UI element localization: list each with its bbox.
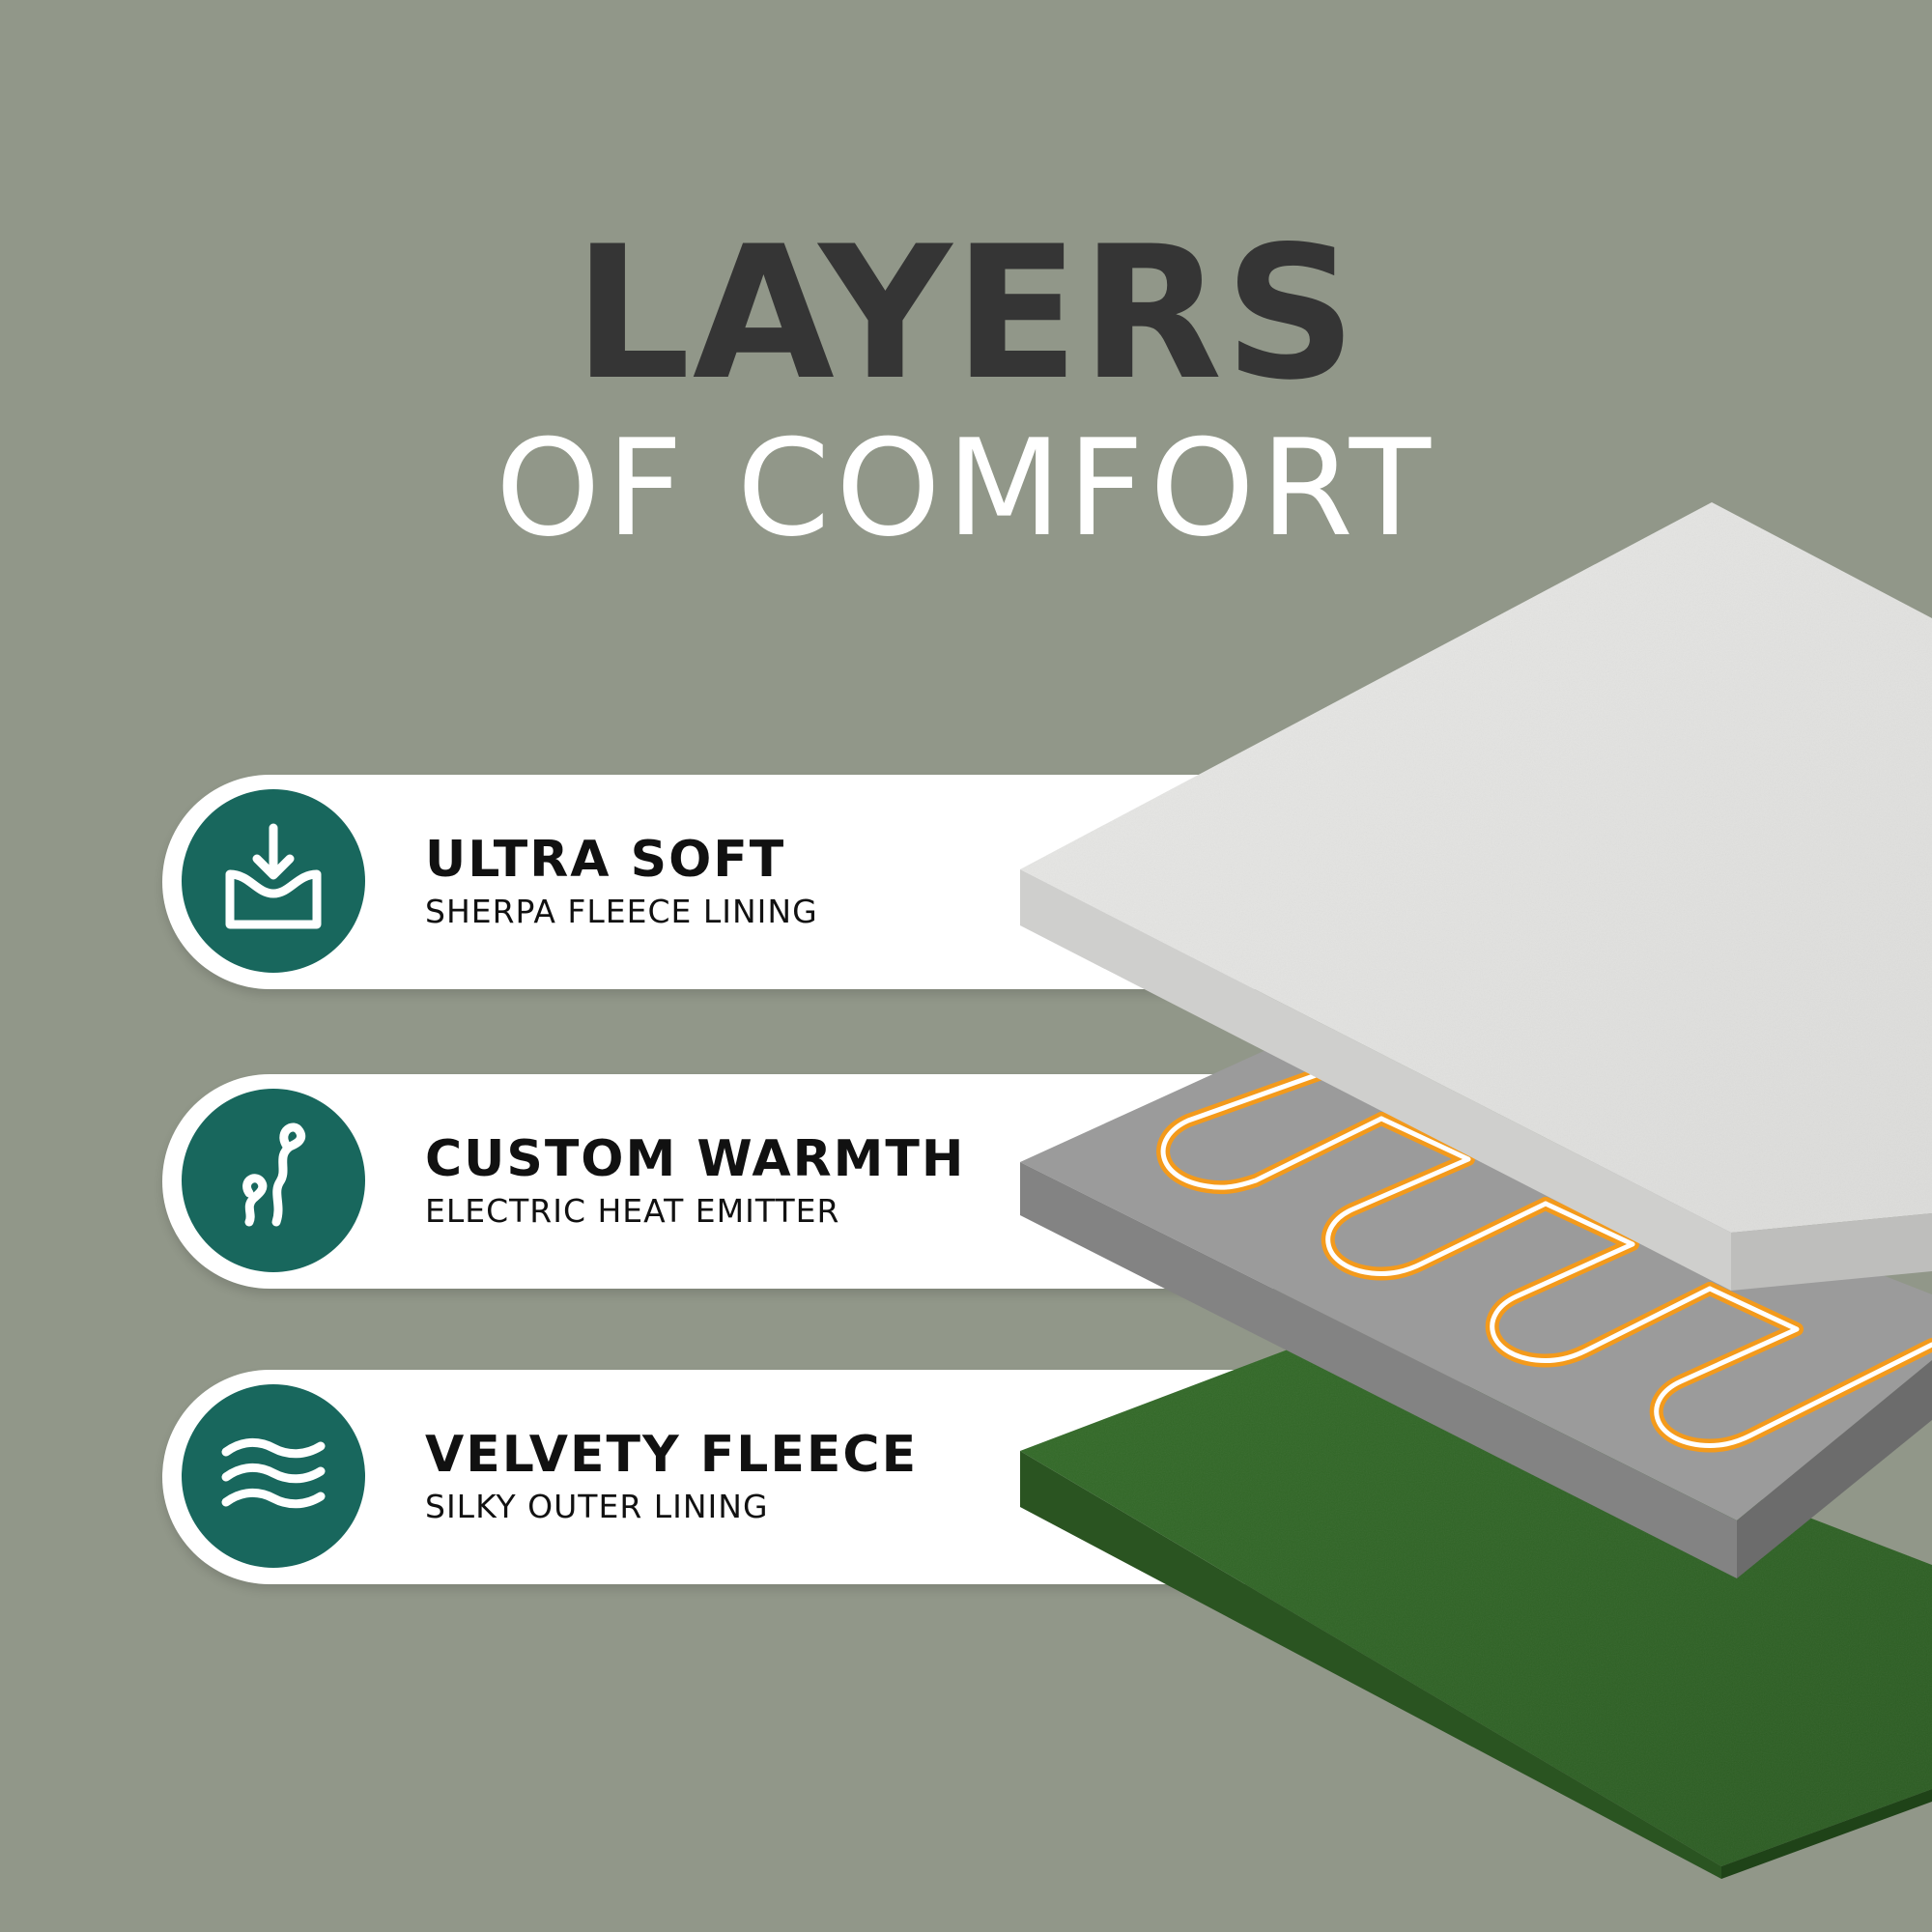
feature-title: VELVETY FLEECE [425,1426,919,1484]
page-title: LAYERS [573,207,1359,420]
feature-title: CUSTOM WARMTH [425,1130,966,1188]
feature-pill-velvety-fleece: VELVETY FLEECE SILKY OUTER LINING [162,1370,1408,1584]
wavy-lines-icon [182,1384,365,1568]
heat-waves-icon [182,1089,365,1272]
feature-subtitle: ELECTRIC HEAT EMITTER [425,1192,840,1230]
feature-pill-ultra-soft: ULTRA SOFT SHERPA FLEECE LINING [162,775,1408,989]
feature-subtitle: SILKY OUTER LINING [425,1488,769,1525]
title-block: LAYERS OF COMFORT [0,222,1932,556]
page-subtitle: OF COMFORT [495,411,1437,566]
feature-subtitle: SHERPA FLEECE LINING [425,893,818,930]
press-down-icon [182,789,365,973]
feature-pill-custom-warmth: CUSTOM WARMTH ELECTRIC HEAT EMITTER [162,1074,1408,1289]
feature-title: ULTRA SOFT [425,831,786,889]
